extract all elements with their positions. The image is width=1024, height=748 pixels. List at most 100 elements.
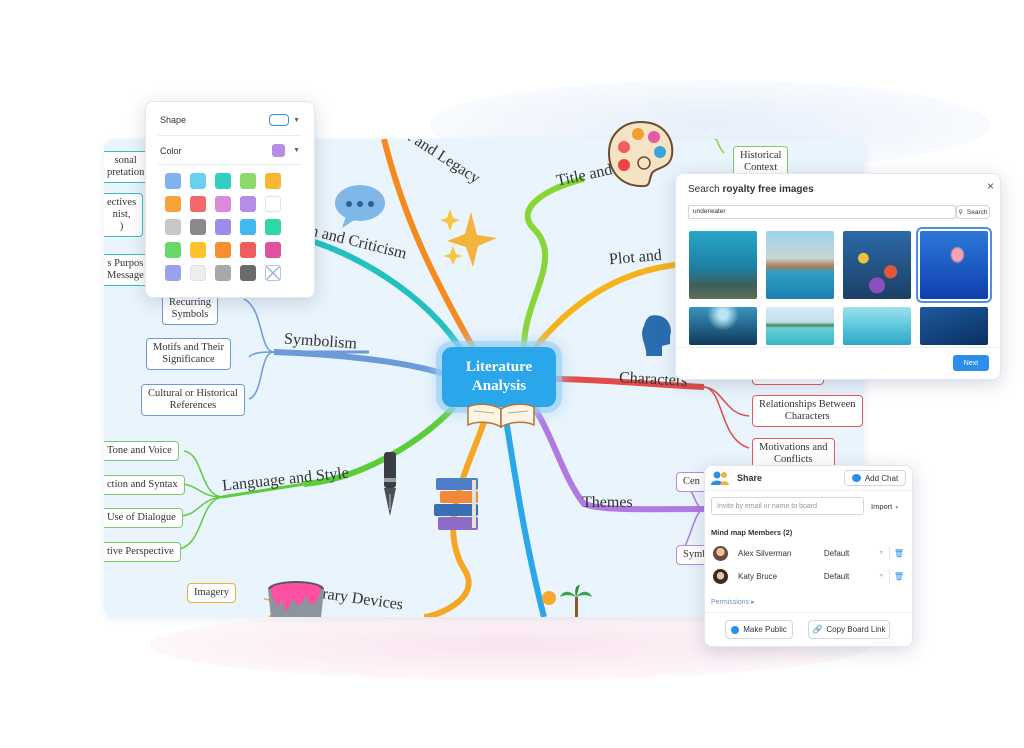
chevron-down-icon[interactable]: ▼ [293,147,300,154]
color-swatch[interactable] [240,196,256,212]
branch-themes[interactable]: Themes [582,494,633,511]
node-cultural-references[interactable]: Cultural or Historical References [141,384,245,416]
node-use-of-dialogue[interactable]: Use of Dialogue [104,508,183,528]
color-swatch[interactable] [165,265,181,281]
node-text-line: ectives [107,197,137,208]
chevron-down-icon[interactable]: ▼ [878,550,884,556]
color-swatch[interactable] [190,196,206,212]
role-divider [888,569,890,583]
color-swatch[interactable] [215,219,231,235]
trash-icon[interactable]: 🗑 [893,548,904,558]
image-result-deep-blue[interactable] [920,307,988,345]
member-name: Alex Silverman [737,548,792,558]
node-purpose-message[interactable]: s Purpos Message [104,254,151,286]
chevron-right-icon: ▸ [751,599,755,606]
invite-input[interactable]: Invite by email or name to board [711,497,864,515]
chevron-down-icon[interactable]: ▼ [878,573,884,579]
member-role-select[interactable]: Default [823,548,850,558]
image-result-sea-arch[interactable] [766,231,834,299]
role-divider [888,546,890,560]
node-text-line: Motifs and Their [153,342,224,353]
color-swatch[interactable] [165,242,181,258]
color-swatch[interactable] [240,242,256,258]
search-input[interactable]: underwater [688,205,956,219]
color-swatch[interactable] [265,173,281,189]
image-result-underwater-sun[interactable] [689,307,757,345]
next-button[interactable]: Next [953,355,989,371]
color-swatch[interactable] [215,173,231,189]
trash-icon[interactable]: 🗑 [893,571,904,581]
color-swatch[interactable] [215,196,231,212]
node-diction-syntax[interactable]: ction and Syntax [104,475,185,495]
branch-lines [178,139,750,617]
fountain-pen-icon [379,452,401,518]
search-button[interactable]: ⚲Search [956,205,990,219]
shape-picker-icon[interactable] [269,114,290,126]
color-swatch[interactable] [215,265,231,281]
color-swatch[interactable] [190,173,206,189]
selected-color-swatch[interactable] [272,144,286,157]
image-result-underwater-reef[interactable] [689,231,757,299]
avatar [713,545,728,561]
no-color-swatch[interactable] [265,265,281,281]
color-swatch[interactable] [240,173,256,189]
shape-row[interactable]: Shape ▼ [160,114,300,126]
node-relationships-characters[interactable]: Relationships Between Characters [752,395,863,427]
members-heading: Mind map Members (2) [711,528,793,537]
color-swatch[interactable] [240,265,256,281]
image-result-jellyfish[interactable] [916,227,992,303]
image-result-island[interactable] [766,307,834,345]
color-swatch[interactable] [165,173,181,189]
color-swatch[interactable] [190,265,206,281]
node-perspectives[interactable]: ectives nist, ) [104,193,144,237]
color-swatch[interactable] [165,219,181,235]
node-motivations-conflicts[interactable]: Motivations and Conflicts [752,438,835,470]
globe-icon [731,625,740,634]
dialog-title-prefix: Search [688,184,723,195]
color-swatch[interactable] [215,242,231,258]
image-result-sea-surface[interactable] [843,307,911,345]
add-chat-button[interactable]: Add Chat [844,470,906,486]
divider [705,612,912,613]
node-text-line: Historical [740,150,782,161]
permissions-label: Permissions [711,599,750,606]
node-text-line: nist, [112,209,131,220]
color-swatch[interactable] [265,219,281,235]
paint-bucket-icon [266,579,326,617]
node-central-themes[interactable]: Cen [676,472,707,492]
color-swatch[interactable] [165,196,181,212]
node-text-line: s Purpos [107,258,144,269]
add-chat-label: Add Chat [864,473,899,483]
color-swatch[interactable] [265,242,281,258]
divider [676,347,1000,348]
node-text-line: Message [107,270,144,281]
node-motifs-significance[interactable]: Motifs and Their Significance [146,338,231,370]
permissions-link[interactable]: Permissions ▸ [711,598,755,606]
link-icon: 🔗 [812,625,823,634]
divider [158,135,302,136]
import-button[interactable]: Import ▼ [871,502,899,511]
copy-board-link-button[interactable]: 🔗Copy Board Link [808,620,890,639]
node-tone-voice[interactable]: Tone and Voice [104,441,179,461]
chevron-down-icon: ▼ [894,505,900,511]
color-swatch[interactable] [190,242,206,258]
close-icon[interactable]: × [986,179,994,193]
make-public-button[interactable]: Make Public [725,620,793,639]
node-imagery[interactable]: Imagery [187,583,236,603]
shape-style-panel: Shape ▼ Color ▼ [145,101,315,298]
node-text-line: Significance [162,354,215,365]
member-role-select[interactable]: Default [823,571,850,581]
central-topic-line2: Analysis [471,378,527,394]
chevron-down-icon[interactable]: ▼ [293,116,300,124]
share-dialog: Share Add Chat Invite by email or name t… [704,465,913,647]
central-topic-node[interactable]: Literature Analysis [442,347,556,407]
member-name: Katy Bruce [737,571,778,581]
color-row[interactable]: Color ▼ [160,144,300,157]
node-narrative-perspective[interactable]: tive Perspective [104,542,181,562]
head-silhouette-icon [642,314,672,356]
color-swatch[interactable] [190,219,206,235]
color-swatch[interactable] [240,219,256,235]
share-title: Share [737,473,763,483]
image-result-coral-fish[interactable] [843,231,911,299]
color-swatch[interactable] [265,196,281,212]
